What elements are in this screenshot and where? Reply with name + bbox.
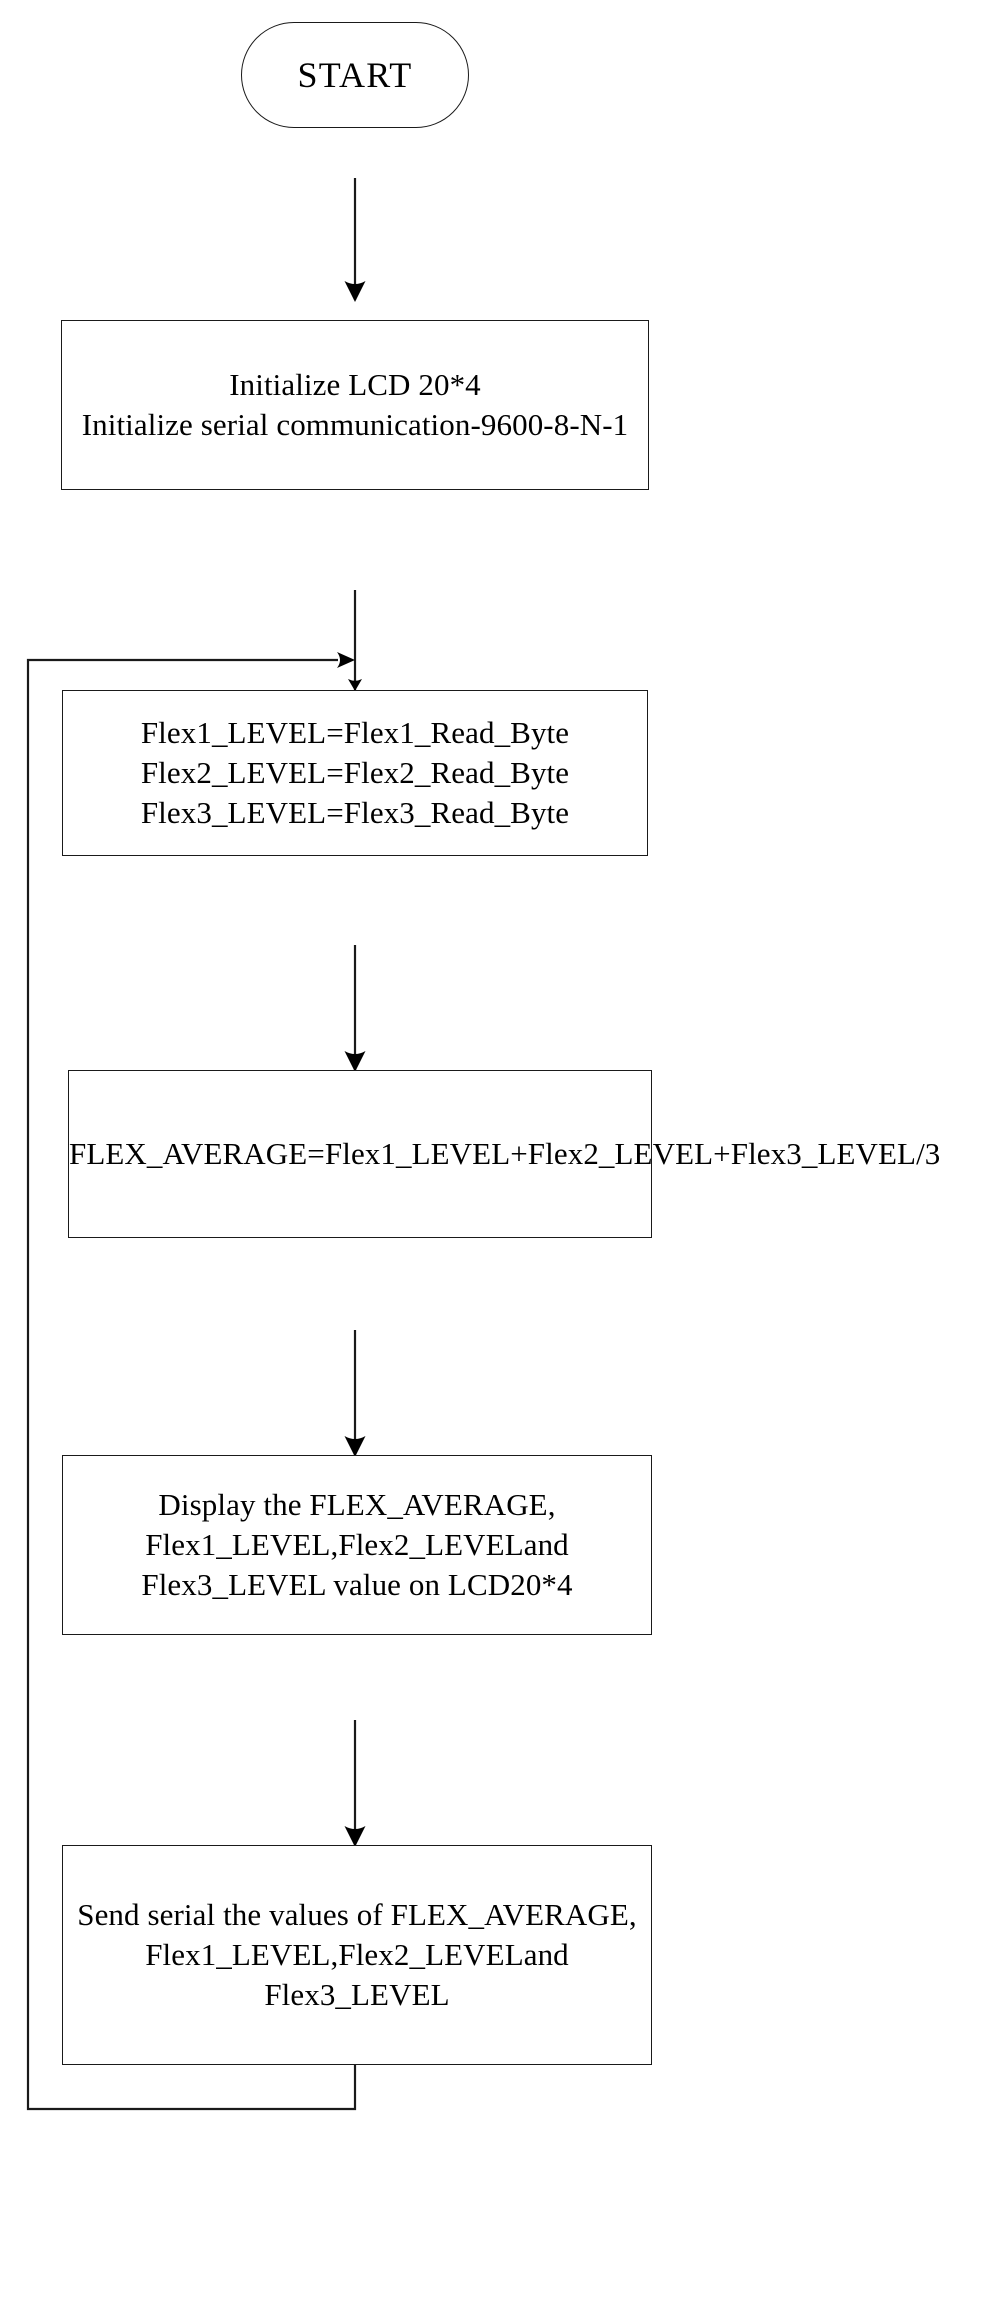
node-read-flex-levels[interactable]: Flex1_LEVEL=Flex1_Read_Byte Flex2_LEVEL=… [62, 690, 648, 856]
node-send-serial-label: Send serial the values of FLEX_AVERAGE, … [77, 1896, 637, 2013]
feedback-merge-arrowhead [337, 652, 355, 668]
node-initialize[interactable]: Initialize LCD 20*4 Initialize serial co… [61, 320, 649, 490]
node-initialize-label: Initialize LCD 20*4 Initialize serial co… [81, 366, 629, 442]
node-flex-average[interactable]: FLEX_AVERAGE=Flex1_LEVEL+Flex2_LEVEL+Fle… [68, 1070, 940, 1238]
node-start[interactable]: START [241, 22, 469, 128]
node-read-flex-levels-label: Flex1_LEVEL=Flex1_Read_Byte Flex2_LEVEL=… [140, 714, 570, 831]
node-send-serial[interactable]: Send serial the values of FLEX_AVERAGE, … [62, 1845, 652, 2065]
node-start-label: START [297, 54, 413, 95]
node-display-lcd-label: Display the FLEX_AVERAGE, Flex1_LEVEL,Fl… [141, 1486, 573, 1603]
node-display-lcd[interactable]: Display the FLEX_AVERAGE, Flex1_LEVEL,Fl… [62, 1455, 652, 1635]
node-flex-average-label: FLEX_AVERAGE=Flex1_LEVEL+Flex2_LEVEL+Fle… [69, 1135, 941, 1171]
